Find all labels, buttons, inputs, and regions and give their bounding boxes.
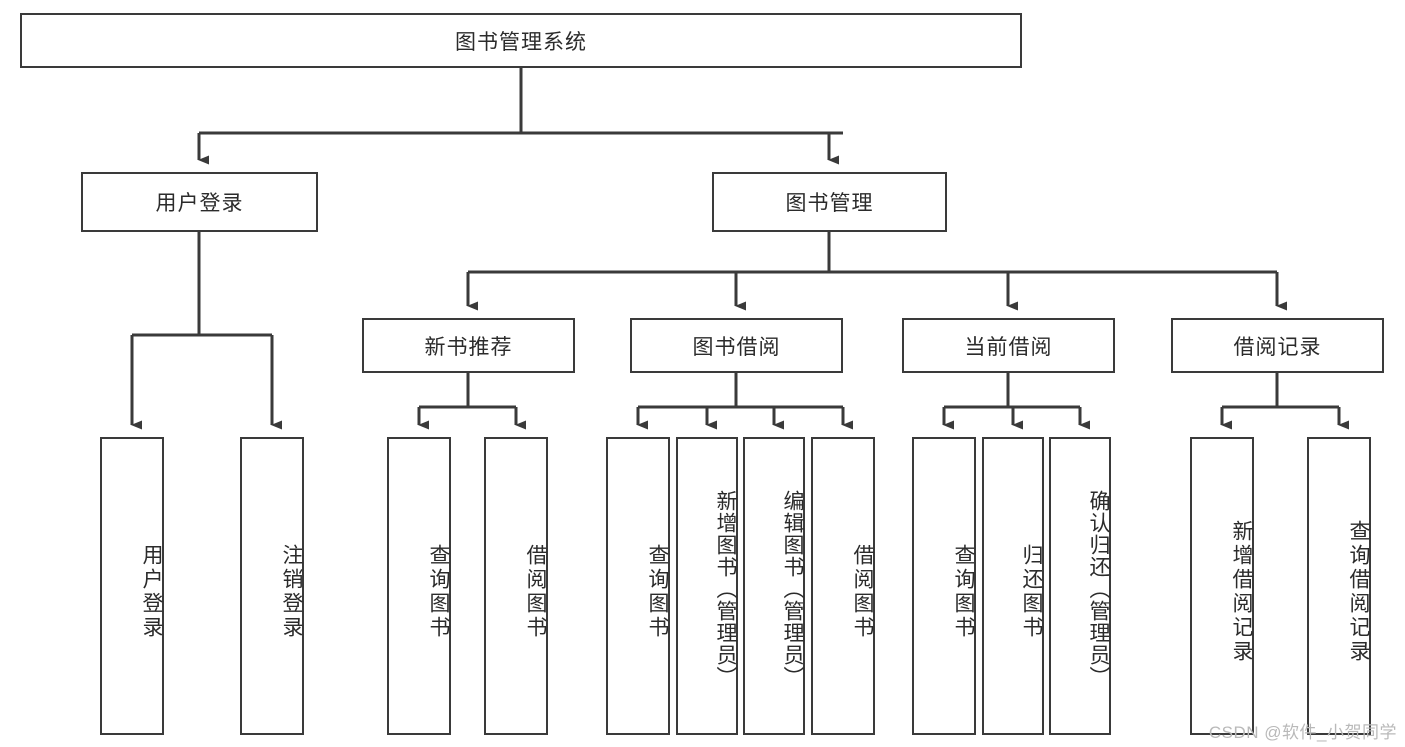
node-current-borrow[interactable]: 当前借阅 <box>902 318 1115 373</box>
node-new-book-rec-label: 新书推荐 <box>424 335 513 359</box>
node-new-book-rec[interactable]: 新书推荐 <box>362 318 575 373</box>
node-leaf-borrow-book-2[interactable]: 借阅图书 <box>811 437 875 735</box>
node-leaf-query-book-2-label: 查询图书 <box>646 544 669 640</box>
node-leaf-query-record-label: 查询借阅记录 <box>1347 520 1370 664</box>
node-leaf-query-book-3-label: 查询图书 <box>952 544 975 640</box>
node-leaf-return-book[interactable]: 归还图书 <box>982 437 1044 735</box>
node-book-borrow-label: 图书借阅 <box>692 335 781 359</box>
node-borrow-record-label: 借阅记录 <box>1233 335 1322 359</box>
node-book-borrow[interactable]: 图书借阅 <box>630 318 843 373</box>
node-leaf-add-record[interactable]: 新增借阅记录 <box>1190 437 1254 735</box>
node-leaf-add-record-label: 新增借阅记录 <box>1230 520 1253 664</box>
node-borrow-record[interactable]: 借阅记录 <box>1171 318 1384 373</box>
node-root-label: 图书管理系统 <box>455 30 587 54</box>
node-leaf-query-record[interactable]: 查询借阅记录 <box>1307 437 1371 735</box>
node-leaf-confirm-return-label: 确认归还（管理员） <box>1087 490 1110 688</box>
node-book-manage[interactable]: 图书管理 <box>712 172 947 232</box>
node-leaf-edit-book[interactable]: 编辑图书（管理员） <box>743 437 805 735</box>
node-leaf-add-book-label: 新增图书（管理员） <box>714 490 737 688</box>
node-leaf-query-book-1-label: 查询图书 <box>427 544 450 640</box>
node-leaf-logout-label: 注销登录 <box>280 544 303 640</box>
node-leaf-borrow-book-1[interactable]: 借阅图书 <box>484 437 548 735</box>
node-leaf-user-login-label: 用户登录 <box>140 544 163 640</box>
node-book-manage-label: 图书管理 <box>785 192 874 215</box>
node-current-borrow-label: 当前借阅 <box>964 335 1053 359</box>
node-leaf-query-book-3[interactable]: 查询图书 <box>912 437 976 735</box>
csdn-watermark: CSDN @软件_小贺同学 <box>1208 723 1397 742</box>
node-leaf-query-book-1[interactable]: 查询图书 <box>387 437 451 735</box>
node-user-login[interactable]: 用户登录 <box>81 172 318 232</box>
node-root[interactable]: 图书管理系统 <box>20 13 1022 68</box>
node-leaf-confirm-return[interactable]: 确认归还（管理员） <box>1049 437 1111 735</box>
node-leaf-return-book-label: 归还图书 <box>1020 544 1043 640</box>
node-leaf-borrow-book-2-label: 借阅图书 <box>851 544 874 640</box>
node-leaf-add-book[interactable]: 新增图书（管理员） <box>676 437 738 735</box>
node-leaf-logout[interactable]: 注销登录 <box>240 437 304 735</box>
node-user-login-label: 用户登录 <box>155 192 244 215</box>
node-leaf-edit-book-label: 编辑图书（管理员） <box>781 490 804 688</box>
node-leaf-user-login[interactable]: 用户登录 <box>100 437 164 735</box>
node-leaf-query-book-2[interactable]: 查询图书 <box>606 437 670 735</box>
node-leaf-borrow-book-1-label: 借阅图书 <box>524 544 547 640</box>
